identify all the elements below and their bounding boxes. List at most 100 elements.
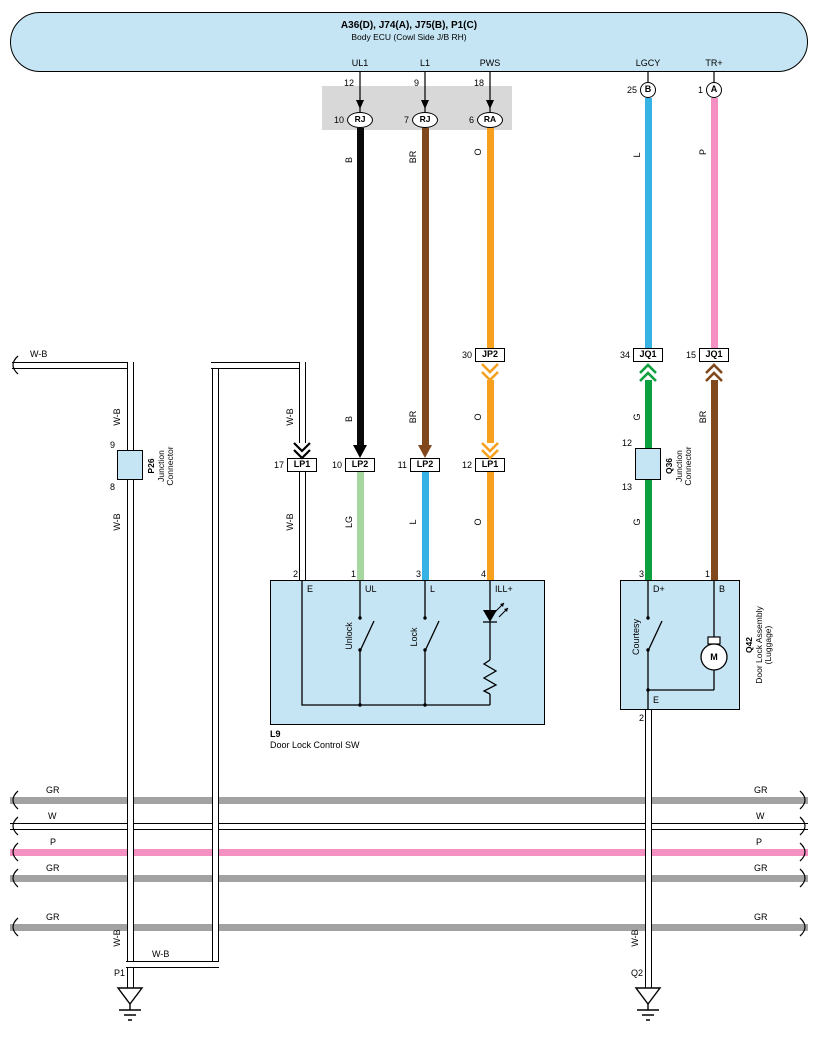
l9-door-lock-control-sw [270,580,545,725]
bus-label: GR [46,912,60,922]
connector-circle-a: A [706,82,722,98]
q36-label: Q36 Junction Connector [664,446,694,486]
chevron-up-icon [705,363,723,382]
wire-wb-horizontal-left [12,362,134,369]
chevron-down-icon [481,442,499,460]
wire-color-label: W-B [112,408,122,426]
wire-color-label: B [344,156,354,164]
pin-number: 9 [109,440,115,450]
wire-wb-horizontal-top [211,362,306,369]
p26-desc: Connector [164,446,175,486]
q36-junction-connector [635,448,661,480]
courtesy-switch-label: Courtesy [631,618,641,656]
ecu-terminal-ul1: UL1 [351,58,369,68]
ecu-subtitle: Body ECU (Cowl Side J/B RH) [351,32,467,42]
wire-color-label: W-B [112,513,122,531]
lock-switch-label: Lock [409,627,419,647]
pin-number: 34 [619,350,630,360]
wire-br-brown [421,128,429,445]
wire-l-blue-lower [421,472,429,580]
motor-m-label: M [710,652,718,662]
q36-desc: Connector [682,446,693,486]
wire-color-label: W-B [285,408,295,426]
connector-jq1: JQ1 [633,348,663,362]
wire-wb-to-l9 [298,472,306,580]
q42-terminal-dplus: D+ [653,584,665,594]
wire-color-label: L [632,152,642,158]
ground-symbol-q2 [634,987,662,1021]
pin-number: 12 [461,460,472,470]
pin-number: 18 [473,78,484,88]
pin-number: 13 [621,482,632,492]
pin-number: 10 [333,115,344,125]
wire-wb-horizontal-bottom [126,961,219,968]
connector-circle-b: B [640,82,656,98]
bus-label: W [48,811,57,821]
wire-color-label: L [408,519,418,525]
pin-number: 3 [638,569,644,579]
wire-br-brown-right [710,380,718,580]
q42-terminal-e: E [653,695,660,705]
p26-label: P26 Junction Connector [146,446,176,486]
pin-number: 9 [413,78,419,88]
bus-label: GR [46,785,60,795]
chevron-up-icon [639,363,657,382]
connector-lp1: LP1 [475,458,505,472]
wire-wb-to-lp1 [298,362,306,443]
connector-jq1: JQ1 [699,348,729,362]
bus-label: W [756,811,765,821]
l9-name: L9 [270,729,281,739]
wire-color-label: B [344,415,354,423]
ecu-terminal-l1: L1 [419,58,431,68]
ground-label-q2: Q2 [630,968,643,978]
ecu-banner: A36(D), J74(A), J75(B), P1(C) Body ECU (… [10,12,808,72]
oval-connector-rj: RJ [347,112,373,128]
ecu-terminal-pws: PWS [479,58,501,68]
bus-label: P [50,837,57,847]
wire-g-green-upper [644,380,652,448]
pin-number: 2 [638,713,644,723]
l9-desc: Door Lock Control SW [270,740,360,750]
ecu-terminal-lgcy: LGCY [635,58,661,68]
connector-lp1: LP1 [287,458,317,472]
wire-color-label: LG [344,515,354,529]
wire-color-label: W-B [112,929,122,947]
wire-color-label: G [632,518,642,526]
pin-number: 25 [626,85,637,95]
l9-terminal-l: L [430,584,436,594]
chevron-down-icon [481,363,499,382]
pin-number: 1 [350,569,356,579]
wire-color-label: BR [408,410,418,424]
pin-number: 8 [109,482,115,492]
pin-number: 30 [461,350,472,360]
wire-color-label: G [632,413,642,421]
pin-number: 11 [397,460,407,470]
ground-label-p1: P1 [113,968,125,978]
pin-number: 1 [697,85,703,95]
bus-label: GR [46,863,60,873]
connector-jp2: JP2 [475,348,505,362]
q42-terminal-b: B [719,584,726,594]
wire-p-pink [710,98,718,348]
wire-color-label: W-B [30,349,48,359]
l9-terminal-ul: UL [365,584,377,594]
pin-number: 17 [273,460,284,470]
arrow-into-lp2-icon [353,445,367,458]
wire-color-label: P [698,148,708,156]
l9-terminal-e: E [307,584,314,594]
wire-color-label: O [473,148,483,156]
wire-b-black [356,128,364,445]
wire-color-label: W-B [630,929,640,947]
wire-o-orange-lower [486,472,494,580]
connector-lp2: LP2 [410,458,440,472]
wire-lg-lightgreen [356,472,364,580]
ecu-terminal-trplus: TR+ [705,58,723,68]
unlock-switch-label: Unlock [344,622,354,650]
wire-wb-q42-ground [644,710,652,988]
wire-o-orange-mid [486,380,494,443]
q42-label: Q42 Door Lock Assembly (Luggage) [744,606,774,683]
pin-number: 12 [343,78,354,88]
wire-color-label: O [473,413,483,421]
wire-o-orange-upper [486,128,494,348]
